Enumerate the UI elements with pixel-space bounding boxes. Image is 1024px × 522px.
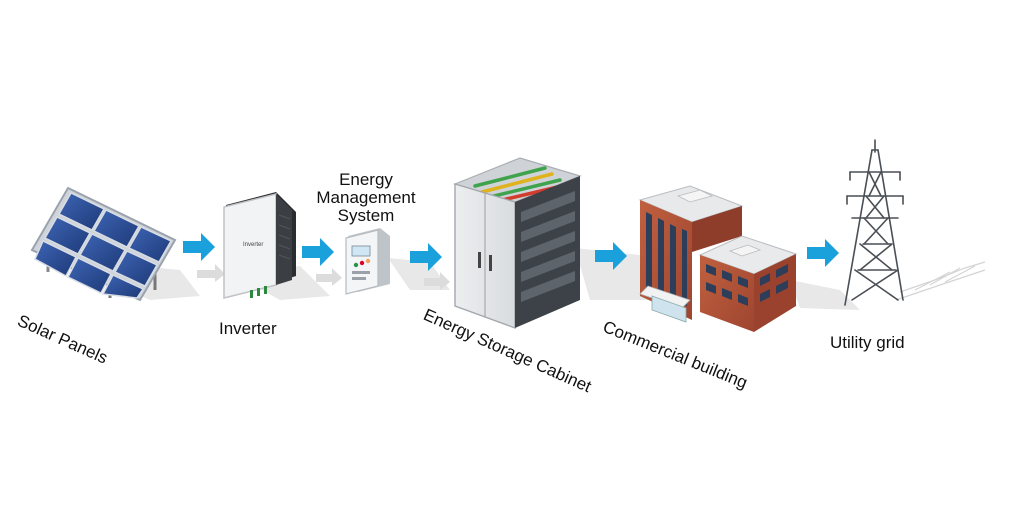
label-ems-line-2: Management bbox=[316, 187, 416, 207]
transmission-tower-icon bbox=[844, 139, 904, 306]
tower-shadow bbox=[895, 261, 986, 301]
label-utility-grid: Utility grid bbox=[830, 333, 905, 352]
inverter-icon: Inverter bbox=[223, 192, 296, 299]
storage-cabinet-icon bbox=[453, 157, 582, 330]
label-energy-management-system: Energy Management System bbox=[314, 171, 418, 225]
label-ems-line-3: System bbox=[337, 205, 395, 225]
ems-controller-icon bbox=[345, 228, 390, 295]
flow-arrow-icon bbox=[183, 233, 225, 282]
inverter-brand-text: Inverter bbox=[243, 242, 263, 248]
flow-arrow-icon bbox=[302, 238, 342, 286]
flow-arrow-icon bbox=[410, 243, 450, 290]
flow-arrow-icon bbox=[595, 242, 627, 270]
solar-panel-array-icon bbox=[30, 186, 177, 302]
commercial-building-icon bbox=[638, 185, 798, 332]
label-ems-line-1: Energy bbox=[339, 170, 393, 189]
flow-arrow-icon bbox=[807, 239, 839, 267]
label-inverter: Inverter bbox=[219, 319, 277, 338]
